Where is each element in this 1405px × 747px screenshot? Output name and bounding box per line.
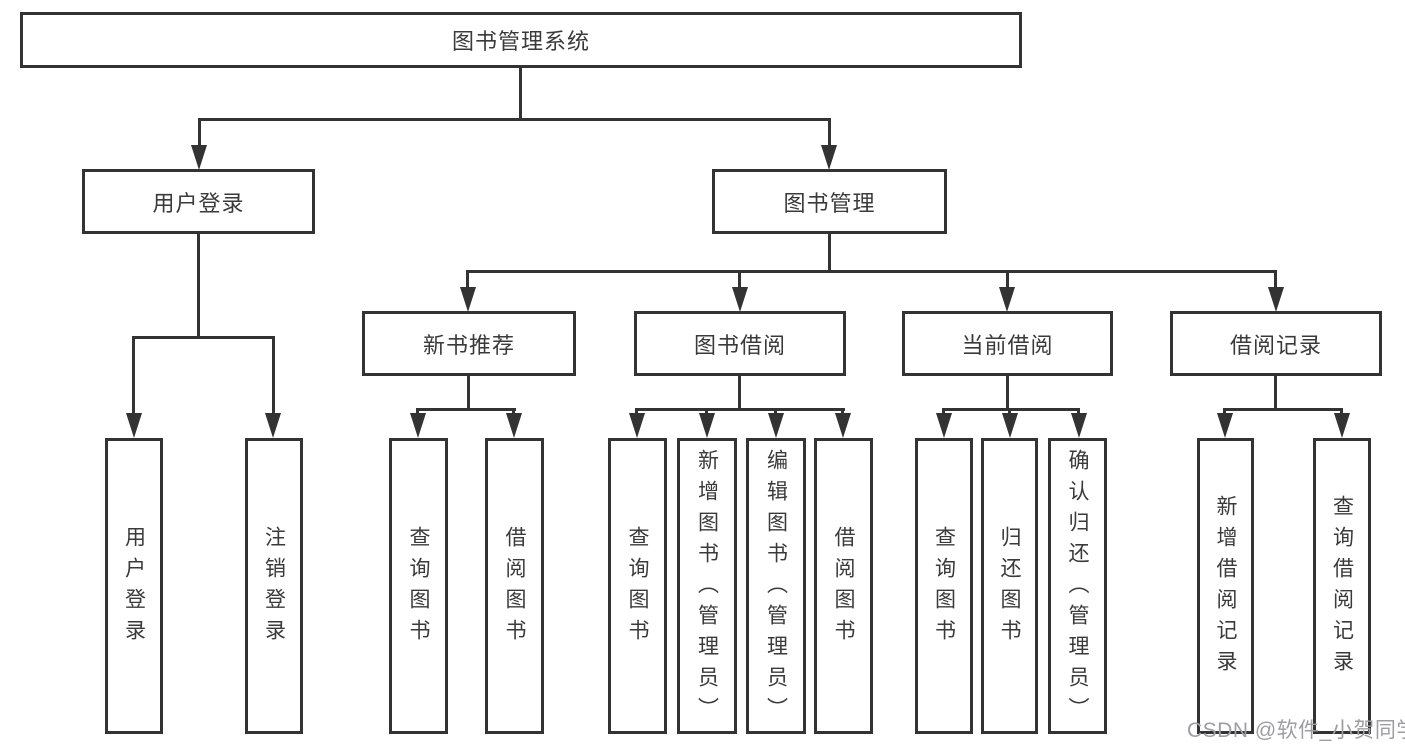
connector-line: [198, 118, 201, 148]
connector-line: [635, 408, 845, 411]
connector-line: [942, 408, 1080, 411]
connector-line: [1274, 376, 1277, 408]
connector-line: [132, 336, 275, 339]
leaf-edit-books-admin: 编辑图书（管理员）: [746, 438, 806, 734]
node-book-borrowing: 图书借阅: [634, 311, 846, 376]
connector-line: [738, 270, 741, 290]
leaf-add-books-admin: 新增图书（管理员）: [677, 438, 737, 734]
connector-line: [635, 408, 638, 416]
watermark: CSDN @软件_小贺同学: [1187, 719, 1405, 742]
connector-line: [1006, 270, 1009, 290]
connector-line: [1340, 408, 1343, 416]
connector-line: [466, 270, 1277, 273]
arrowhead-down-icon: [1334, 413, 1350, 438]
arrowhead-down-icon: [629, 413, 645, 438]
node-current-borrowing: 当前借阅: [902, 311, 1113, 376]
arrowhead-down-icon: [1268, 287, 1284, 312]
connector-line: [705, 408, 708, 416]
arrowhead-down-icon: [699, 413, 715, 438]
arrowhead-down-icon: [410, 413, 426, 438]
connector-line: [416, 408, 516, 411]
leaf-confirm-return-admin: 确认归还（管理员）: [1048, 438, 1107, 734]
connector-line: [828, 234, 831, 270]
leaf-query-books: 查询图书: [915, 438, 973, 734]
arrowhead-down-icon: [936, 413, 952, 438]
connector-line: [197, 234, 200, 336]
connector-line: [467, 376, 470, 408]
arrowhead-down-icon: [506, 413, 522, 438]
leaf-return-books: 归还图书: [981, 438, 1038, 734]
leaf-query-borrow-record: 查询借阅记录: [1313, 438, 1371, 734]
arrowhead-down-icon: [265, 413, 281, 438]
arrowhead-down-icon: [999, 287, 1015, 312]
connector-line: [466, 270, 469, 290]
arrowhead-down-icon: [191, 145, 207, 170]
connector-line: [1274, 270, 1277, 290]
arrowhead-down-icon: [1002, 413, 1018, 438]
connector-line: [738, 376, 741, 408]
node-borrowing-records: 借阅记录: [1170, 311, 1382, 376]
node-new-book-recommend: 新书推荐: [362, 311, 576, 376]
connector-line: [1223, 408, 1226, 416]
arrowhead-down-icon: [1071, 413, 1087, 438]
leaf-add-borrow-record: 新增借阅记录: [1197, 438, 1254, 734]
arrowhead-down-icon: [821, 145, 837, 170]
connector-line: [272, 336, 275, 416]
arrowhead-down-icon: [1217, 413, 1233, 438]
connector-line: [416, 408, 419, 416]
connector-line: [1008, 408, 1011, 416]
arrowhead-down-icon: [835, 413, 851, 438]
arrowhead-down-icon: [126, 413, 142, 438]
leaf-query-books: 查询图书: [608, 438, 667, 734]
connector-line: [132, 336, 135, 416]
arrowhead-down-icon: [460, 287, 476, 312]
node-library-system: 图书管理系统: [20, 12, 1022, 68]
connector-line: [198, 118, 831, 121]
connector-line: [942, 408, 945, 416]
leaf-borrow-books: 借阅图书: [814, 438, 873, 734]
leaf-query-books: 查询图书: [389, 438, 448, 734]
connector-line: [841, 408, 844, 416]
leaf-logout: 注销登录: [245, 438, 303, 734]
connector-line: [1077, 408, 1080, 416]
connector-line: [1223, 408, 1343, 411]
connector-line: [828, 118, 831, 148]
node-user-login: 用户登录: [82, 169, 315, 234]
connector-line: [519, 68, 522, 118]
connector-line: [1006, 376, 1009, 408]
connector-line: [512, 408, 515, 416]
arrowhead-down-icon: [732, 287, 748, 312]
arrowhead-down-icon: [768, 413, 784, 438]
connector-line: [774, 408, 777, 416]
leaf-user-login: 用户登录: [105, 438, 163, 734]
node-book-management: 图书管理: [712, 169, 947, 234]
leaf-borrow-books: 借阅图书: [485, 438, 544, 734]
